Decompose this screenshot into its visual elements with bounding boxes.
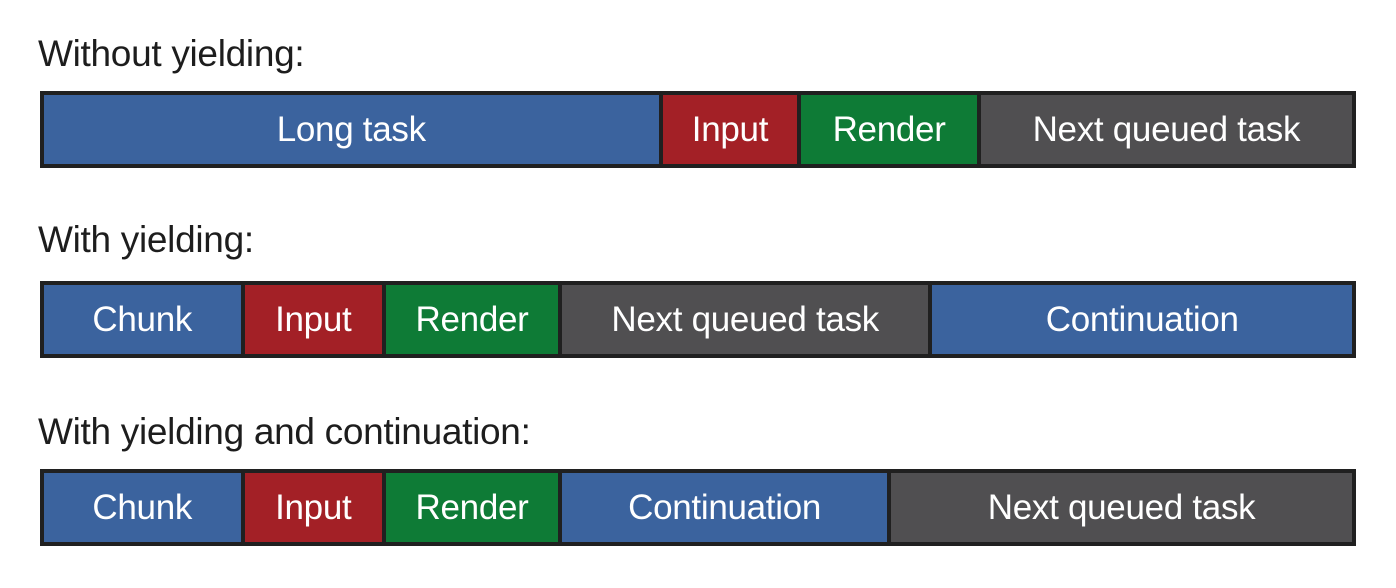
row-label: Without yielding: [38, 33, 305, 74]
segment-next-queued-task: Next queued task [561, 285, 929, 354]
segment-input: Input [244, 285, 383, 354]
segment-label: Chunk [92, 300, 193, 339]
segment-next-queued-task: Next queued task [980, 95, 1352, 164]
segment-label: Next queued task [987, 488, 1256, 527]
segment-label: Next queued task [1032, 110, 1301, 149]
segment-continuation: Continuation [932, 285, 1352, 354]
segment-label: Continuation [628, 488, 822, 527]
segment-chunk: Chunk [44, 285, 241, 354]
segment-label: Input [275, 488, 352, 527]
segment-chunk: Chunk [44, 473, 241, 542]
segment-label: Render [832, 110, 946, 149]
segment-long-task: Long task [44, 95, 659, 164]
task-bar: Chunk Input Render Continuation Next queued … [40, 469, 1356, 546]
segment-label: Input [275, 300, 352, 339]
segment-continuation: Continuation [561, 473, 888, 542]
task-bar: Chunk Input Render Next queued task Continua… [40, 281, 1356, 358]
segment-next-queued-task: Next queued task [891, 473, 1352, 542]
task-bar: Long task Input Render Next queued task [40, 91, 1356, 168]
segment-render: Render [801, 95, 977, 164]
segment-label: Render [415, 300, 529, 339]
segment-render: Render [386, 473, 558, 542]
segment-label: Chunk [92, 488, 193, 527]
segment-input: Input [662, 95, 798, 164]
row-label: With yielding: [38, 219, 254, 260]
segment-label: Long task [276, 110, 426, 149]
segment-input: Input [244, 473, 383, 542]
row-label: With yielding and continuation: [38, 411, 531, 452]
segment-label: Render [415, 488, 529, 527]
segment-label: Input [691, 110, 769, 149]
segment-label: Continuation [1045, 300, 1239, 339]
segment-label: Next queued task [611, 300, 880, 339]
segment-render: Render [386, 285, 558, 354]
